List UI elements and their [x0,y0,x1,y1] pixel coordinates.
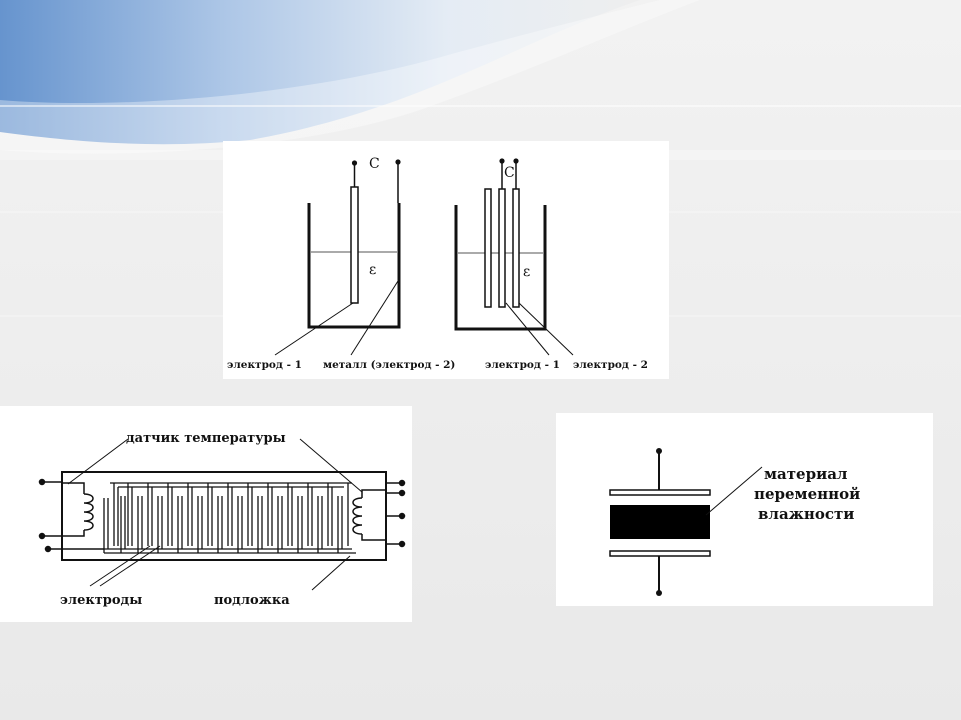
right-cell-label-electrode2: электрод - 2 [573,359,648,371]
temperature-sensor-right [352,489,386,541]
electrode-comb-top [110,482,352,546]
interdigital-sensor-svg: датчик температуры электроды подложка [38,431,406,608]
right-cell-vessel [454,205,547,331]
terminal-leads [38,478,406,553]
capacitor-bottom-terminal [656,590,662,596]
capacitor-sensor-svg: материал переменной влажности [609,448,860,596]
right-cell-symbol-c: С [504,165,515,181]
electrolytic-cells-diagram: С ε электрод - 1 металл (электрод - 2) С… [223,141,669,379]
electrode-comb-bottom-inner [104,496,352,550]
right-cell-terminal-2 [513,158,519,164]
material-label-line2: переменной [754,485,860,503]
right-cell-terminal-1 [499,158,505,164]
left-cell-label-metal: металл (электрод - 2) [323,359,455,371]
electrode-bus-left [103,498,109,553]
left-cell: С ε электрод - 1 металл (электрод - 2) [227,156,455,371]
left-cell-leader-electrode1 [274,302,354,356]
left-cell-terminal-2 [395,159,401,165]
electrolytic-cells-svg: С ε электрод - 1 металл (электрод - 2) С… [227,156,648,371]
material-label-line1: материал [764,465,848,483]
material-leader-line [705,466,763,516]
left-cell-electrode-1 [350,186,359,304]
right-cell-leader-electrode1 [505,302,550,356]
interdigital-sensor-diagram: датчик температуры электроды подложка [0,406,412,622]
electrode-comb-bottom [104,496,356,554]
right-cell: С ε электрод - 1 электрод - 2 [454,158,648,371]
material-label-line3: влажности [758,505,854,523]
label-substrate: подложка [214,593,290,608]
label-electrodes: электроды [60,593,142,608]
interdigital-electrodes [103,482,356,554]
right-cell-leader-electrode2 [518,302,574,356]
capacitor-top-terminal [656,448,662,454]
right-cell-plate-b [498,188,506,308]
left-cell-vessel [307,203,401,329]
capacitor-top-plate [609,489,711,496]
right-cell-plate-c [512,188,520,308]
capacitor-bottom-plate [609,550,711,557]
left-cell-terminal-1 [351,160,358,166]
right-cell-label-electrode1: электрод - 1 [485,359,560,371]
right-cell-symbol-eps: ε [523,264,530,280]
electrode-comb-top-inner [117,486,344,546]
capacitor-sensor-diagram: материал переменной влажности [556,413,933,606]
interdigital-leaders [67,438,363,591]
left-cell-leader-metal [350,280,399,356]
left-cell-label-electrode1: электрод - 1 [227,359,302,371]
label-temperature-sensor: датчик температуры [126,431,286,446]
left-cell-symbol-eps: ε [369,262,376,278]
left-cell-symbol-c: С [369,156,380,172]
right-cell-plate-a [484,188,492,308]
humidity-material-block [610,505,710,539]
